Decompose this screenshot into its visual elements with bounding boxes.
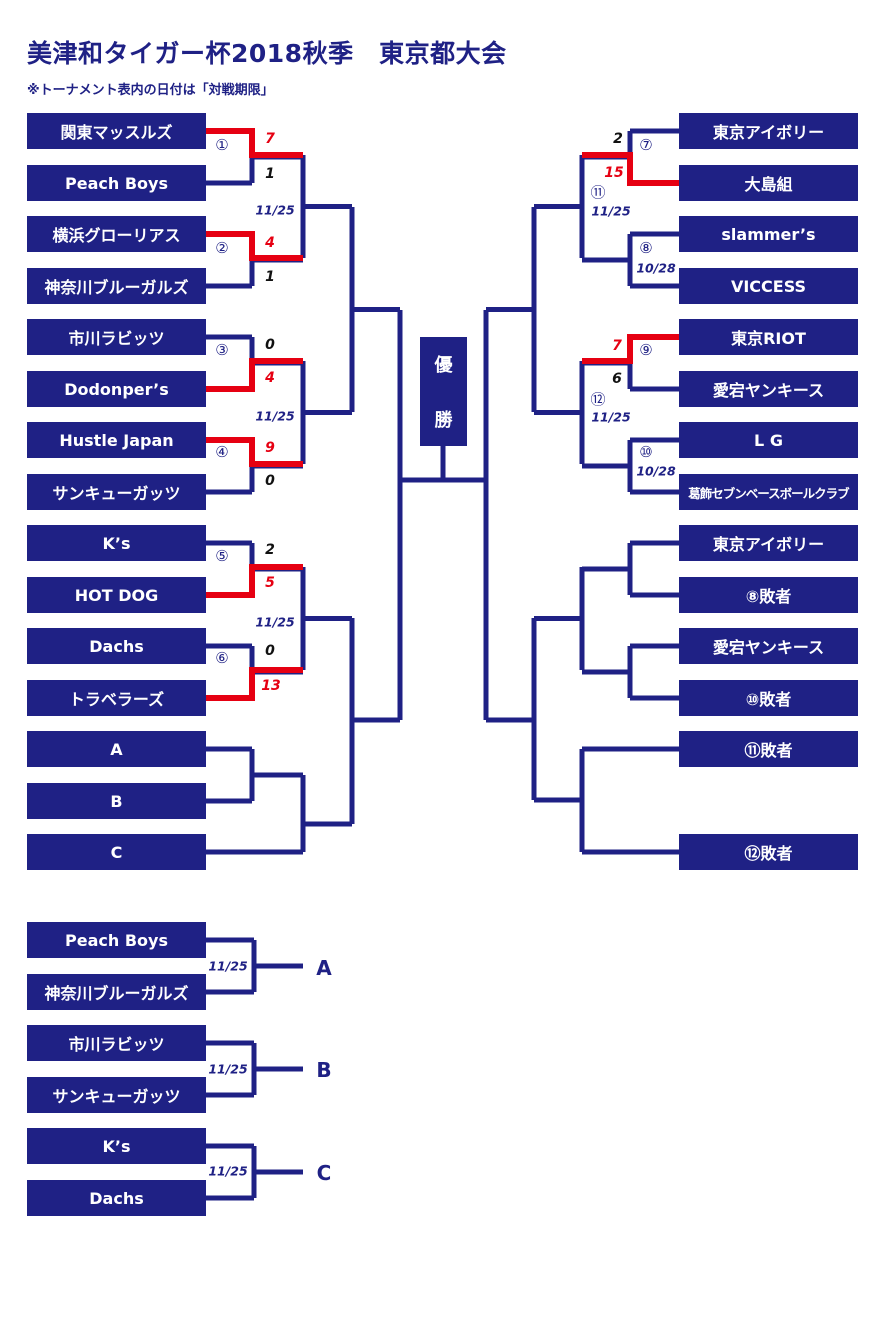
- score: 4: [265, 235, 275, 251]
- match-number: ⑤: [215, 547, 229, 565]
- match-date: 11/25: [208, 1163, 248, 1179]
- team-box: Peach Boys: [27, 922, 206, 958]
- match-number: ④: [215, 443, 229, 461]
- team-box: Dachs: [27, 628, 206, 664]
- team-box: HOT DOG: [27, 577, 206, 613]
- champion-label-2: 勝: [434, 409, 453, 431]
- match-date: 11/25: [591, 409, 631, 425]
- team-box: サンキューガッツ: [27, 1077, 206, 1113]
- score: 7: [612, 338, 622, 354]
- team-box: ⑧敗者: [679, 577, 858, 613]
- match-date: 10/28: [636, 260, 676, 276]
- match-date: 11/25: [255, 614, 295, 630]
- match-number: ⑩: [639, 443, 653, 461]
- match-date: 11/25: [255, 202, 295, 218]
- score: 2: [613, 131, 623, 147]
- team-box: Dachs: [27, 1180, 206, 1216]
- team-box: 東京RIOT: [679, 319, 858, 355]
- team-box: 関東マッスルズ: [27, 113, 206, 149]
- score: 0: [265, 337, 275, 353]
- team-box: 神奈川ブルーガルズ: [27, 974, 206, 1010]
- match-number: ⑪: [590, 183, 606, 202]
- match-number: ②: [215, 239, 229, 257]
- team-box: ⑫敗者: [679, 834, 858, 870]
- team-box: サンキューガッツ: [27, 474, 206, 510]
- team-box: 大島組: [679, 165, 858, 201]
- match-number: ①: [215, 136, 229, 154]
- team-box: ⑩敗者: [679, 680, 858, 716]
- score: 9: [265, 440, 275, 456]
- score: 2: [265, 542, 275, 558]
- match-date: 11/25: [208, 1061, 248, 1077]
- team-box: slammer’s: [679, 216, 858, 252]
- team-box: Peach Boys: [27, 165, 206, 201]
- match-number: ⑥: [215, 649, 229, 667]
- team-box: 愛宕ヤンキース: [679, 628, 858, 664]
- winner-path: [206, 437, 303, 467]
- team-box: C: [27, 834, 206, 870]
- score: 6: [612, 371, 622, 387]
- match-date: 11/25: [255, 408, 295, 424]
- team-box: 愛宕ヤンキース: [679, 371, 858, 407]
- team-box: 東京アイボリー: [679, 113, 858, 149]
- score: 0: [265, 473, 275, 489]
- champion-box: 優 勝: [420, 337, 467, 446]
- score: 13: [261, 678, 281, 694]
- team-box: 東京アイボリー: [679, 525, 858, 561]
- winner-path: [206, 128, 303, 158]
- match-date: 10/28: [636, 463, 676, 479]
- team-box: L G: [679, 422, 858, 458]
- slot-label: C: [316, 1161, 332, 1185]
- score: 5: [265, 575, 275, 591]
- winner-path: [582, 152, 679, 186]
- team-box: トラベラーズ: [27, 680, 206, 716]
- team-box: K’s: [27, 1128, 206, 1164]
- match-number: ⑫: [590, 390, 606, 409]
- match-number: ⑦: [639, 136, 653, 154]
- match-number: ⑨: [639, 341, 653, 359]
- score: 1: [265, 166, 275, 182]
- team-box: K’s: [27, 525, 206, 561]
- score: 4: [265, 370, 275, 386]
- match-number: ⑧: [639, 239, 653, 257]
- team-box: 葛飾セブンベースボールクラブ: [679, 474, 858, 510]
- team-box: 市川ラビッツ: [27, 319, 206, 355]
- champion-label-1: 優: [434, 355, 453, 377]
- team-box: 神奈川ブルーガルズ: [27, 268, 206, 304]
- score: 7: [265, 131, 275, 147]
- score: 0: [265, 643, 275, 659]
- winner-path: [206, 667, 303, 701]
- match-date: 11/25: [591, 203, 631, 219]
- slot-label: B: [316, 1058, 332, 1082]
- score: 1: [265, 269, 275, 285]
- team-box: Dodonper’s: [27, 371, 206, 407]
- winner-path: [206, 564, 303, 598]
- team-box: A: [27, 731, 206, 767]
- winner-path: [206, 231, 303, 261]
- team-box: 横浜グローリアス: [27, 216, 206, 252]
- page-title: 美津和タイガー杯2018秋季 東京都大会: [27, 39, 507, 68]
- team-box: 市川ラビッツ: [27, 1025, 206, 1061]
- match-number: ③: [215, 341, 229, 359]
- slot-label: A: [316, 956, 332, 980]
- team-box: VICCESS: [679, 268, 858, 304]
- team-box: B: [27, 783, 206, 819]
- match-date: 11/25: [208, 958, 248, 974]
- team-box: ⑪敗者: [679, 731, 858, 767]
- page-subtitle: ※トーナメント表内の日付は「対戦期限」: [27, 83, 274, 98]
- score: 15: [604, 165, 624, 181]
- team-box: Hustle Japan: [27, 422, 206, 458]
- winner-path: [206, 358, 303, 392]
- winner-path: [582, 334, 679, 364]
